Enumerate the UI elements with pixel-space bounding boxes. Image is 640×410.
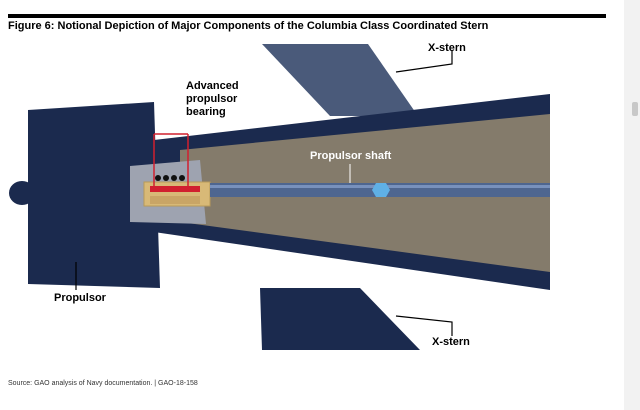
bearing-ball <box>171 175 177 181</box>
label-advanced-bearing-line1: Advanced <box>186 80 239 92</box>
bearing-ball <box>179 175 185 181</box>
scrollbar-thumb[interactable] <box>632 102 638 116</box>
source-note: Source: GAO analysis of Navy documentati… <box>8 380 198 387</box>
label-advanced-bearing: Advanced propulsor bearing <box>186 80 239 119</box>
bearing-ball <box>155 175 161 181</box>
bearing-red-band <box>150 186 200 192</box>
bearing-lower-band <box>150 196 200 204</box>
x-stern-fin-bottom <box>260 288 420 350</box>
bearing-ball <box>163 175 169 181</box>
label-x-stern-top: X-stern <box>428 42 466 54</box>
x-stern-fin-top <box>262 44 418 116</box>
figure-title: Figure 6: Notional Depiction of Major Co… <box>8 20 489 32</box>
label-x-stern-bottom: X-stern <box>432 336 470 348</box>
x-stern-top-leader <box>395 50 453 73</box>
label-propulsor: Propulsor <box>54 292 106 304</box>
shaft-collar <box>372 183 390 197</box>
label-propulsor-shaft: Propulsor shaft <box>310 150 392 162</box>
propulsor-disc <box>28 102 160 288</box>
label-advanced-bearing-line3: bearing <box>186 106 226 118</box>
title-rule <box>8 14 606 18</box>
x-stern-bottom-leader <box>395 315 453 336</box>
label-advanced-bearing-line2: propulsor <box>186 93 238 105</box>
